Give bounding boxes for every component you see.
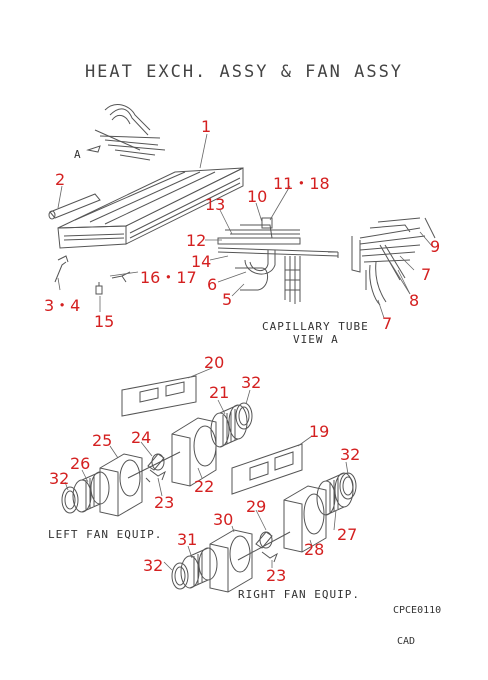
right-fan-equip	[171, 472, 357, 593]
callout-13: 13	[205, 195, 226, 214]
callout-6: 6	[207, 275, 218, 294]
callout-32-c: 32	[340, 445, 361, 464]
right-fan-caption: RIGHT FAN EQUIP.	[238, 588, 360, 601]
diagram-title: HEAT EXCH. ASSY & FAN ASSY	[84, 62, 404, 82]
callout-31: 31	[177, 530, 198, 549]
callout-23-a: 23	[154, 493, 175, 512]
callout-26: 26	[70, 454, 91, 473]
capillary-bundle-top	[86, 104, 166, 161]
callout-7-lower: 7	[382, 314, 393, 333]
callout-25: 25	[92, 431, 113, 450]
insulation-pad-19	[231, 443, 303, 495]
callout-1: 1	[201, 117, 212, 136]
callout-7-upper: 7	[421, 265, 432, 284]
callout-16-17: 16・17	[140, 268, 197, 287]
view-a-caption: VIEW A	[293, 333, 339, 346]
view-a-letter: A	[74, 148, 82, 161]
callout-5: 5	[222, 290, 233, 309]
capillary-tube-assembly	[217, 217, 339, 304]
callout-29: 29	[246, 497, 267, 516]
callout-23-b: 23	[266, 566, 287, 585]
left-fan-caption: LEFT FAN EQUIP.	[48, 528, 163, 541]
left-fan-equip	[61, 402, 253, 517]
callout-3-4: 3・4	[44, 296, 81, 315]
callout-14: 14	[191, 252, 212, 271]
callout-19: 19	[309, 422, 330, 441]
view-a-assembly	[351, 217, 436, 306]
callout-2: 2	[55, 170, 66, 189]
callout-9: 9	[430, 237, 441, 256]
callout-22: 22	[194, 477, 215, 496]
callout-32-b: 32	[49, 469, 70, 488]
callout-32-d: 32	[143, 556, 164, 575]
callout-28: 28	[304, 540, 325, 559]
callout-11-18: 11・18	[273, 174, 330, 193]
heat-exchanger	[48, 167, 244, 249]
callout-15: 15	[94, 312, 115, 331]
leader-lines	[57, 133, 433, 571]
callout-10: 10	[247, 187, 268, 206]
callout-30: 30	[213, 510, 234, 529]
callout-20: 20	[204, 353, 225, 372]
capillary-tube-caption: CAPILLARY TUBE	[262, 320, 369, 333]
callout-21: 21	[209, 383, 230, 402]
drawing-code: CPCE0110	[393, 605, 442, 616]
callout-24: 24	[131, 428, 152, 447]
callout-12: 12	[186, 231, 207, 250]
insulation-pad-20	[121, 375, 197, 417]
callout-32-a: 32	[241, 373, 262, 392]
cad-label: CAD	[397, 636, 416, 647]
callout-8: 8	[409, 291, 420, 310]
callout-27: 27	[337, 525, 358, 544]
